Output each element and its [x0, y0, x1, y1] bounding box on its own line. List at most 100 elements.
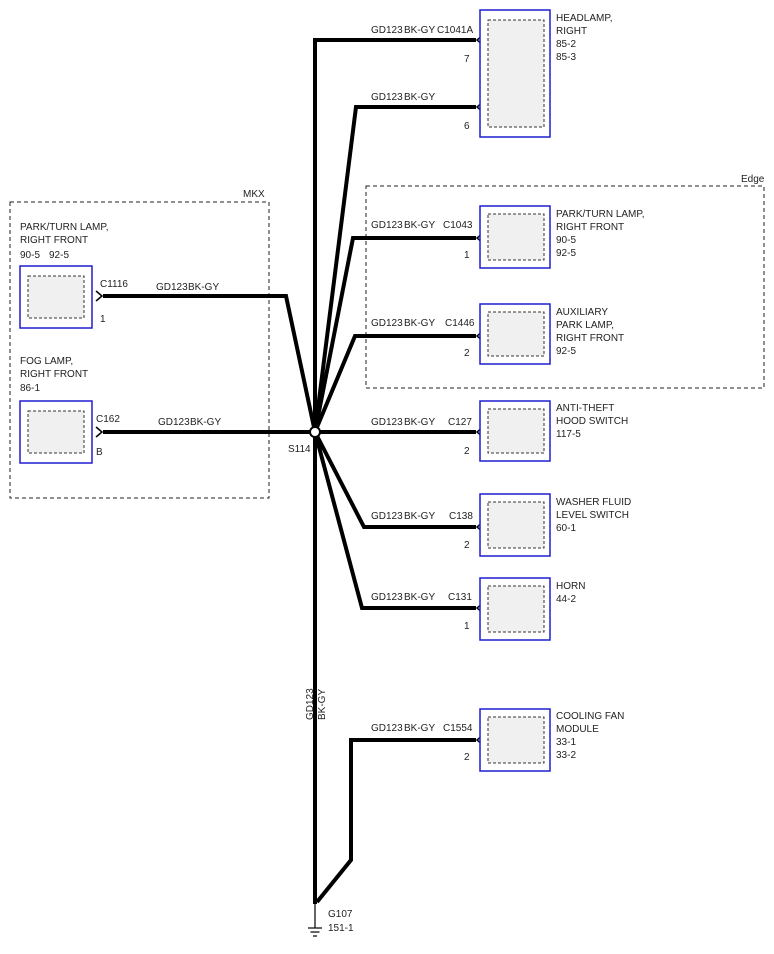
headlamp-ref2: 85-3 [556, 52, 576, 63]
wire-headlamp-b-color: BK-GY [404, 92, 435, 103]
fog-name2: RIGHT FRONT [20, 369, 88, 380]
headlamp-pin-a: 7 [464, 54, 470, 65]
fog-pin: B [96, 447, 103, 458]
aux-park-name1: AUXILIARY [556, 307, 608, 318]
cooling-name1: COOLING FAN [556, 711, 624, 722]
parkturn-edge-ref2: 92-5 [556, 248, 576, 259]
washer-name2: LEVEL SWITCH [556, 510, 629, 521]
horn-connector: C131 [448, 592, 472, 603]
wire-cooling [315, 738, 476, 904]
wire-aux-park-circuit: GD123 [371, 318, 403, 329]
wire-headlamp-b-circuit: GD123 [371, 92, 403, 103]
wire-parkturn-edge-color: BK-GY [404, 220, 435, 231]
parkturn-edge-pin: 1 [464, 250, 470, 261]
component-cooling-fan [479, 708, 551, 772]
antitheft-name2: HOOD SWITCH [556, 416, 628, 427]
cooling-ref2: 33-2 [556, 750, 576, 761]
wire-horn-circuit: GD123 [371, 592, 403, 603]
component-parkturn-mkx [19, 265, 93, 329]
cooling-ref1: 33-1 [556, 737, 576, 748]
wire-washer [313, 431, 476, 529]
headlamp-connector: C1041A [437, 25, 473, 36]
wire-antitheft-color: BK-GY [404, 417, 435, 428]
wire-fog-circuit: GD123 [158, 417, 190, 428]
connector-arrows [95, 34, 484, 746]
antitheft-ref1: 117-5 [556, 429, 581, 440]
splice-s114 [309, 426, 321, 438]
antitheft-connector: C127 [448, 417, 472, 428]
washer-name1: WASHER FLUID [556, 497, 631, 508]
washer-ref1: 60-1 [556, 523, 576, 534]
component-fog [19, 400, 93, 464]
parkturn-edge-ref1: 90-5 [556, 235, 576, 246]
aux-park-pin: 2 [464, 348, 470, 359]
antitheft-name1: ANTI-THEFT [556, 403, 614, 414]
washer-pin: 2 [464, 540, 470, 551]
trunk-circuit: GD123 [305, 688, 316, 720]
parkturn-mkx-name1: PARK/TURN LAMP, [20, 222, 109, 233]
wire-washer-color: BK-GY [404, 511, 435, 522]
headlamp-pin-b: 6 [464, 121, 470, 132]
component-washer [479, 493, 551, 557]
cooling-pin: 2 [464, 752, 470, 763]
ground-ref: 151-1 [328, 923, 354, 934]
trunk-color: BK-GY [317, 689, 328, 720]
wire-parkturn-edge-circuit: GD123 [371, 220, 403, 231]
horn-pin: 1 [464, 621, 470, 632]
fog-ref1: 86-1 [20, 383, 40, 394]
headlamp-name2: RIGHT [556, 26, 587, 37]
washer-connector: C138 [449, 511, 473, 522]
cooling-connector: C1554 [443, 723, 473, 734]
splice-label: S114 [288, 444, 311, 455]
component-antitheft [479, 400, 551, 462]
zone-mkx-label: MKX [243, 189, 265, 200]
cooling-name2: MODULE [556, 724, 599, 735]
headlamp-name1: HEADLAMP, [556, 13, 613, 24]
wire-horn-color: BK-GY [404, 592, 435, 603]
wires [103, 38, 476, 928]
wire-parkturn-mkx-color: BK-GY [188, 282, 219, 293]
component-parkturn-edge [479, 205, 551, 269]
aux-park-name3: RIGHT FRONT [556, 333, 624, 344]
ground-symbol [308, 927, 322, 937]
fog-connector: C162 [96, 414, 120, 425]
headlamp-ref1: 85-2 [556, 39, 576, 50]
component-aux-park [479, 303, 551, 365]
wire-parkturn-mkx [103, 294, 317, 433]
wire-aux-park [313, 334, 476, 433]
component-horn [479, 577, 551, 641]
parkturn-mkx-name2: RIGHT FRONT [20, 235, 88, 246]
wire-aux-park-color: BK-GY [404, 318, 435, 329]
ground-id: G107 [328, 909, 353, 920]
zone-edge [365, 185, 765, 389]
zone-mkx [9, 201, 270, 499]
wire-horn [313, 431, 476, 610]
parkturn-edge-connector: C1043 [443, 220, 473, 231]
wire-headlamp-pin6 [313, 105, 476, 433]
parkturn-edge-name2: RIGHT FRONT [556, 222, 624, 233]
antitheft-pin: 2 [464, 446, 470, 457]
horn-ref1: 44-2 [556, 594, 576, 605]
parkturn-mkx-ref1: 90-5 [20, 250, 40, 261]
wire-cooling-circuit: GD123 [371, 723, 403, 734]
zone-edge-label: Edge [741, 174, 765, 185]
wire-washer-circuit: GD123 [371, 511, 403, 522]
parkturn-mkx-ref2: 92-5 [49, 250, 69, 261]
aux-park-ref1: 92-5 [556, 346, 576, 357]
wire-parkturn-edge [313, 236, 476, 433]
wire-headlamp-pin7 [313, 38, 476, 432]
wire-parkturn-mkx-circuit: GD123 [156, 282, 188, 293]
component-headlamp [479, 9, 551, 138]
wire-cooling-color: BK-GY [404, 723, 435, 734]
parkturn-edge-name1: PARK/TURN LAMP, [556, 209, 645, 220]
fog-name1: FOG LAMP, [20, 356, 73, 367]
aux-park-name2: PARK LAMP, [556, 320, 614, 331]
wire-fog-color: BK-GY [190, 417, 221, 428]
wire-headlamp-a-circuit: GD123 [371, 25, 403, 36]
wire-headlamp-a-color: BK-GY [404, 25, 435, 36]
parkturn-mkx-connector: C1116 [100, 279, 128, 290]
aux-park-connector: C1446 [445, 318, 475, 329]
wire-antitheft-circuit: GD123 [371, 417, 403, 428]
horn-name1: HORN [556, 581, 585, 592]
